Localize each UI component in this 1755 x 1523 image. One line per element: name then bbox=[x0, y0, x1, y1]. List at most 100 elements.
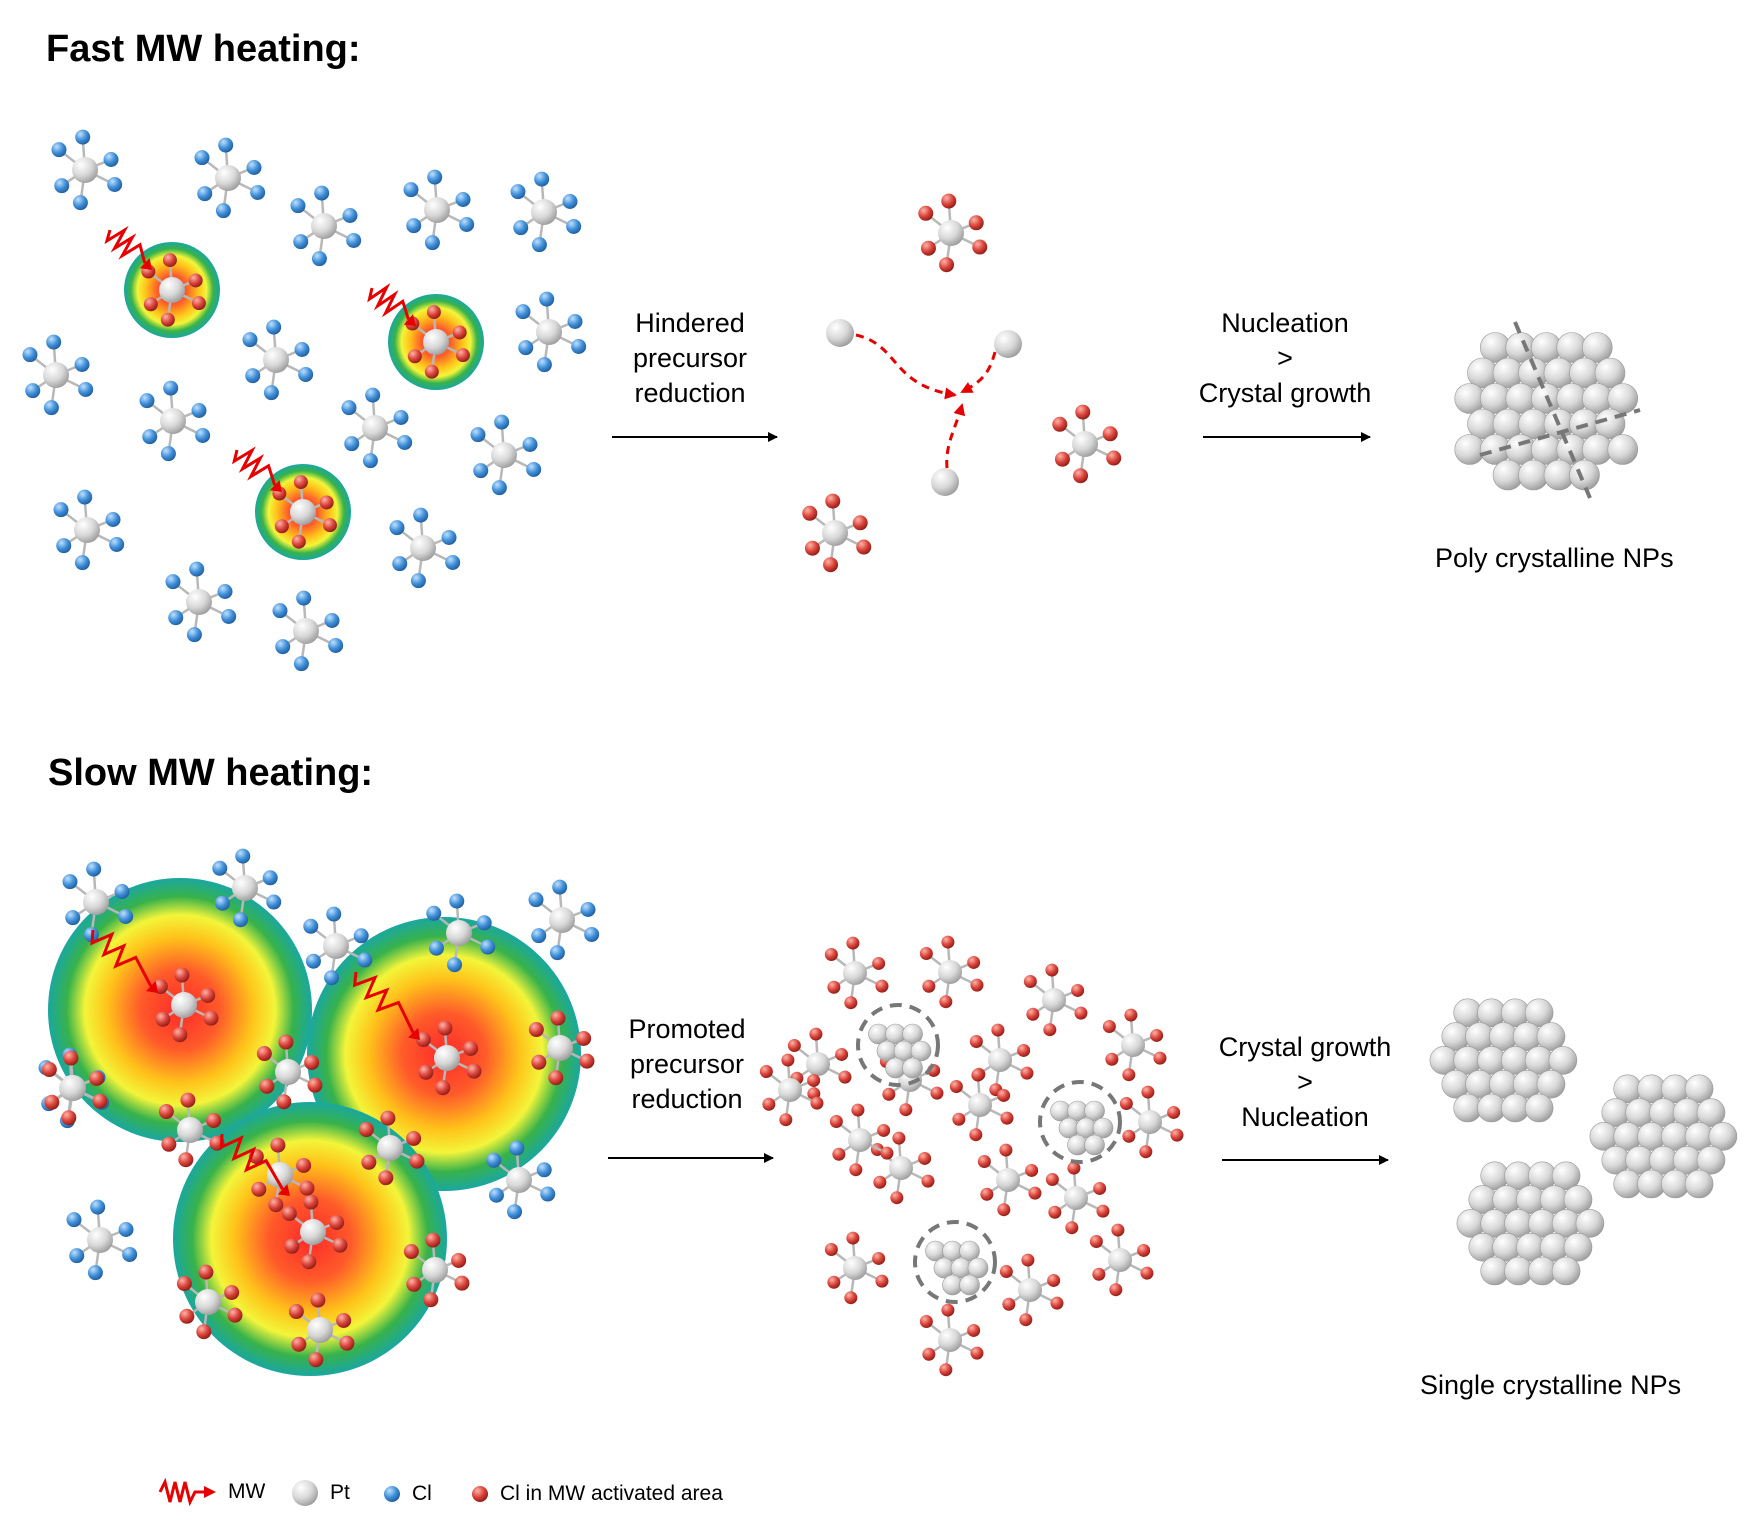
cl-active-atom bbox=[918, 205, 934, 221]
cl-atom bbox=[513, 220, 529, 236]
cl-active-atom bbox=[339, 1335, 355, 1351]
cl-active-atom bbox=[1071, 983, 1085, 997]
cl-active-atom bbox=[846, 1231, 860, 1245]
cl-active-atom bbox=[452, 325, 467, 340]
cl-atom bbox=[540, 1186, 556, 1202]
cl-active-atom bbox=[63, 1050, 79, 1066]
ptcl6-molecule bbox=[212, 848, 282, 928]
mw-wave-icon bbox=[219, 1133, 284, 1191]
cl-atom bbox=[534, 171, 550, 187]
cl-active-atom bbox=[781, 1053, 795, 1067]
cl-atom bbox=[46, 334, 62, 350]
cl-active-atom bbox=[804, 540, 820, 556]
polycrystalline-np bbox=[1454, 332, 1639, 491]
ptcl6-molecule bbox=[303, 906, 373, 986]
cl-active-atom bbox=[1067, 1161, 1081, 1175]
pt-atom bbox=[902, 1023, 923, 1045]
cl-atom bbox=[103, 151, 119, 167]
cl-active-atom bbox=[823, 557, 839, 573]
cl-active-atom bbox=[455, 348, 470, 363]
cl-atom bbox=[65, 910, 81, 926]
legend-cl: Cl bbox=[382, 1482, 432, 1506]
cl-atom bbox=[449, 893, 465, 909]
cl-atom bbox=[160, 446, 176, 462]
ptcl6-molecule bbox=[242, 319, 314, 401]
cl-active-atom bbox=[310, 1292, 326, 1308]
cl-atom bbox=[191, 402, 207, 418]
diffusion-path bbox=[945, 403, 966, 469]
cl-active-atom bbox=[423, 1292, 439, 1308]
ptcl6-molecule bbox=[918, 193, 988, 273]
cl-atom bbox=[486, 1152, 502, 1168]
cl-active-atom bbox=[301, 1254, 317, 1270]
cl-active-atom bbox=[1122, 1129, 1136, 1143]
cl-atom bbox=[246, 159, 262, 175]
cl-atom bbox=[233, 912, 249, 928]
cl-active-atom bbox=[1073, 468, 1089, 484]
cl-active-atom bbox=[949, 1080, 963, 1094]
cl-atom bbox=[341, 400, 357, 416]
pt-atom bbox=[1084, 1134, 1105, 1156]
cl-active-atom bbox=[380, 1110, 396, 1126]
ptcl6-molecule bbox=[165, 561, 237, 643]
cl-active-atom bbox=[941, 1303, 955, 1317]
cl-atom bbox=[428, 940, 444, 956]
ptcl6-molecule bbox=[66, 1199, 138, 1281]
cl-active-atom bbox=[977, 1155, 991, 1169]
single-crystal-np bbox=[1589, 1074, 1738, 1199]
cl-active-atom bbox=[997, 1088, 1011, 1102]
cl-active-atom bbox=[418, 1064, 434, 1080]
cl-atom bbox=[392, 556, 408, 572]
cl-active-atom bbox=[809, 1027, 823, 1041]
cl-atom bbox=[215, 203, 231, 219]
pt-atom bbox=[186, 589, 212, 615]
cl-active-atom bbox=[1111, 1223, 1125, 1237]
ptcl6-molecule bbox=[139, 380, 211, 462]
cl-active-atom bbox=[762, 1097, 776, 1111]
cl-active-atom bbox=[1139, 1145, 1153, 1159]
pt-atom bbox=[931, 468, 959, 496]
cl-active-atom bbox=[967, 1323, 981, 1337]
nucleus-cluster bbox=[925, 1240, 989, 1296]
cl-active-atom bbox=[1052, 416, 1068, 432]
cl-atom bbox=[168, 610, 184, 626]
cl-active-atom bbox=[358, 1122, 374, 1138]
pt-atom bbox=[547, 1035, 573, 1061]
cl-active-atom bbox=[307, 1077, 323, 1093]
mw-wave-icon bbox=[367, 282, 410, 320]
cl-active-atom bbox=[922, 979, 936, 993]
pt-atom bbox=[1607, 434, 1639, 465]
ptcl6-molecule bbox=[1119, 1085, 1184, 1159]
cl-active-atom bbox=[825, 493, 841, 509]
cl-atom bbox=[75, 129, 91, 145]
ptcl6-molecule bbox=[919, 1303, 984, 1377]
ptcl6-molecule bbox=[403, 1232, 470, 1308]
cl-atom bbox=[476, 915, 492, 931]
ptcl6-molecule bbox=[515, 291, 587, 373]
pt-atom bbox=[1696, 1145, 1726, 1175]
pt-atom bbox=[1092, 1117, 1114, 1139]
cl-active-atom bbox=[288, 1304, 304, 1320]
cl-atom bbox=[562, 193, 578, 209]
cl-active-atom bbox=[332, 1237, 348, 1253]
cl-active-atom bbox=[875, 1274, 889, 1288]
cl-active-atom bbox=[251, 1181, 267, 1197]
cl-atom bbox=[305, 953, 321, 969]
cl-atom bbox=[74, 555, 90, 571]
cl-atom bbox=[566, 218, 582, 234]
cl-active-atom-icon bbox=[472, 1486, 488, 1502]
cl-atom bbox=[77, 489, 93, 505]
cl-active-atom bbox=[463, 1040, 479, 1056]
cl-active-atom bbox=[892, 1131, 906, 1145]
mw-arrowhead bbox=[269, 480, 282, 492]
ptcl6-molecule bbox=[1023, 963, 1088, 1037]
ptcl6-molecule bbox=[999, 1253, 1064, 1327]
pt-atom bbox=[311, 213, 337, 239]
cl-active-atom bbox=[1106, 450, 1122, 466]
grain-boundary bbox=[1479, 408, 1641, 457]
cl-atom bbox=[397, 434, 413, 450]
cl-active-atom bbox=[939, 1363, 953, 1377]
cl-atom bbox=[459, 216, 475, 232]
cl-atom bbox=[326, 906, 342, 922]
cl-atom bbox=[221, 608, 237, 624]
